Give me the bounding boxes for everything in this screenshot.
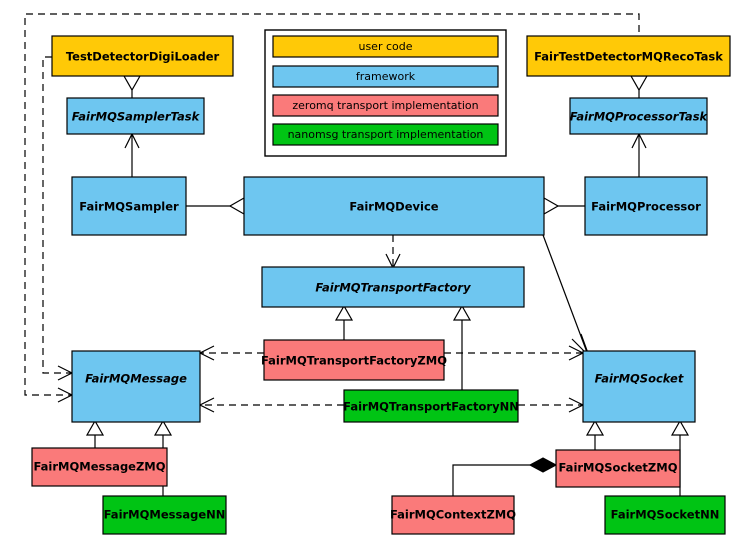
- node-box[interactable]: [71, 350, 201, 423]
- node-fairmqtransportfactory[interactable]: FairMQTransportFactory: [261, 266, 525, 308]
- arrowhead-socketnn-socket: [670, 419, 690, 436]
- node-box[interactable]: [526, 35, 731, 77]
- node-box[interactable]: [343, 389, 519, 423]
- node-fairmqsampler[interactable]: FairMQSampler: [71, 176, 187, 236]
- node-box[interactable]: [604, 495, 726, 535]
- node-box[interactable]: [71, 176, 187, 236]
- node-fairmqprocessor[interactable]: FairMQProcessor: [584, 176, 708, 236]
- node-fairmqmessagezmq[interactable]: FairMQMessageZMQ: [31, 447, 168, 487]
- node-fairmqsampler-label: FairMQSampler: [79, 200, 179, 214]
- node-box[interactable]: [569, 97, 708, 135]
- arrowhead-tfzmq-tf: [334, 304, 354, 321]
- arrowhead-messagezmq-message: [85, 419, 105, 436]
- legend-swatch-framework: [272, 65, 499, 88]
- legend-item-framework: framework: [272, 65, 499, 88]
- node-fairmqtransportfactory-label: FairMQTransportFactory: [315, 281, 471, 295]
- node-fairmqtransportfactoryzmq-label: FairMQTransportFactoryZMQ: [261, 354, 447, 368]
- node-box[interactable]: [582, 350, 696, 423]
- node-fairmqcontextzmq[interactable]: FairMQContextZMQ: [390, 495, 516, 535]
- node-fairmqsocket[interactable]: FairMQSocket: [582, 350, 696, 423]
- node-box[interactable]: [261, 266, 525, 308]
- legend: user code framework zeromq transport imp…: [264, 29, 507, 157]
- node-box[interactable]: [51, 35, 234, 77]
- legend-label-nanomsg: nanomsg transport implementation: [288, 128, 484, 141]
- node-fairtestdetectormqrecotask-label: FairTestDetectorMQRecoTask: [534, 50, 723, 64]
- node-box[interactable]: [263, 339, 445, 381]
- legend-item-zeromq: zeromq transport implementation: [272, 94, 499, 117]
- legend-label-framework: framework: [356, 70, 416, 83]
- edge-device-socket: [542, 234, 589, 356]
- node-box[interactable]: [555, 449, 681, 488]
- node-fairmqmessage[interactable]: FairMQMessage: [71, 350, 201, 423]
- arrowhead-socketzmq-socket: [585, 419, 605, 436]
- node-box[interactable]: [243, 176, 545, 236]
- legend-item-nanomsg: nanomsg transport implementation: [272, 123, 499, 146]
- node-box[interactable]: [102, 495, 227, 535]
- node-box[interactable]: [31, 447, 168, 487]
- node-fairtestdetectormqrecotask[interactable]: FairTestDetectorMQRecoTask: [526, 35, 731, 77]
- edge-contextzmq-socketzmq: [452, 464, 530, 496]
- node-box[interactable]: [584, 176, 708, 236]
- node-fairmqtransportfactoryzmq[interactable]: FairMQTransportFactoryZMQ: [261, 339, 447, 381]
- node-fairmqtransportfactorynn[interactable]: FairMQTransportFactoryNN: [343, 389, 519, 423]
- arrowhead-processor-device: [543, 196, 560, 216]
- node-fairmqmessagenn-label: FairMQMessageNN: [104, 508, 226, 522]
- node-fairmqtransportfactorynn-label: FairMQTransportFactoryNN: [343, 400, 519, 414]
- diamond-contextzmq-socketzmq: [528, 457, 558, 473]
- node-box[interactable]: [391, 495, 515, 535]
- node-fairmqsocketzmq-label: FairMQSocketZMQ: [559, 461, 678, 475]
- node-fairmqprocessortask-label: FairMQProcessorTask: [570, 110, 709, 124]
- arrowhead-digiloader-samplertask: [122, 75, 142, 92]
- node-fairmqmessagenn[interactable]: FairMQMessageNN: [102, 495, 227, 535]
- node-fairmqsocketnn-label: FairMQSocketNN: [611, 508, 720, 522]
- node-fairmqsocketzmq[interactable]: FairMQSocketZMQ: [555, 449, 681, 488]
- arrowhead-messagenn-message: [153, 419, 173, 436]
- legend-swatch-zeromq: [272, 94, 499, 117]
- arrowhead-tfnn-tf: [452, 304, 472, 321]
- legend-item-user-code: user code: [272, 35, 499, 58]
- legend-label-zeromq: zeromq transport implementation: [292, 99, 478, 112]
- node-fairmqsamplertask[interactable]: FairMQSamplerTask: [66, 97, 205, 135]
- node-fairmqsocket-label: FairMQSocket: [595, 372, 684, 386]
- node-box[interactable]: [66, 97, 205, 135]
- node-fairmqprocessor-label: FairMQProcessor: [591, 200, 701, 214]
- legend-label-user-code: user code: [358, 40, 412, 53]
- arrowhead-recotask-processortask: [629, 75, 649, 92]
- node-testdetectordigiloader-label: TestDetectorDigiLoader: [66, 50, 220, 64]
- legend-swatch-user-code: [272, 35, 499, 58]
- edge-digiloader-to-message: [42, 56, 72, 374]
- node-fairmqmessage-label: FairMQMessage: [85, 372, 187, 386]
- arrowhead-sampler-device: [228, 196, 245, 216]
- legend-swatch-nanomsg: [272, 123, 499, 146]
- node-fairmqsocketnn[interactable]: FairMQSocketNN: [604, 495, 726, 535]
- node-fairmqcontextzmq-label: FairMQContextZMQ: [390, 508, 516, 522]
- node-fairmqdevice-label: FairMQDevice: [349, 200, 438, 214]
- node-fairmqprocessortask[interactable]: FairMQProcessorTask: [569, 97, 709, 135]
- node-testdetectordigiloader[interactable]: TestDetectorDigiLoader: [51, 35, 234, 77]
- edge-recotask-to-message: [24, 13, 640, 396]
- node-fairmqmessagezmq-label: FairMQMessageZMQ: [33, 460, 165, 474]
- node-fairmqsamplertask-label: FairMQSamplerTask: [72, 110, 201, 124]
- node-layer: TestDetectorDigiLoader FairTestDetectorM…: [31, 35, 731, 535]
- node-fairmqdevice[interactable]: FairMQDevice: [243, 176, 545, 236]
